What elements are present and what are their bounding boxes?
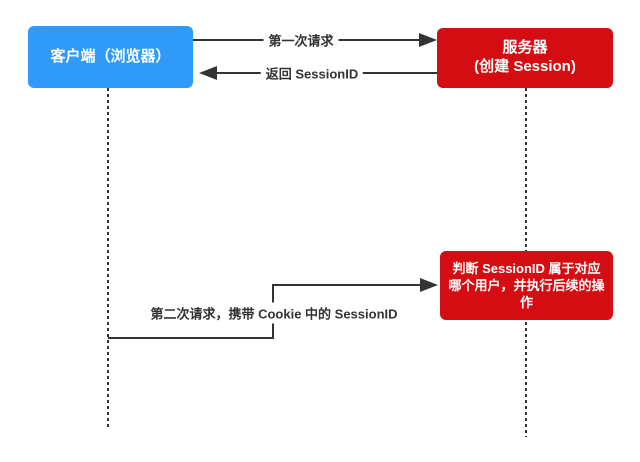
arrowhead-right-icon [420, 278, 438, 292]
process-node: 判断 SessionID 属于对应哪个用户，并执行后续的操作 [440, 251, 613, 320]
second-request-line-top [272, 284, 422, 286]
client-lifeline [107, 88, 109, 428]
first-request-label: 第一次请求 [263, 29, 339, 51]
client-node: 客户端（浏览器） [28, 26, 193, 88]
server-node-label-line1: 服务器 [502, 39, 548, 57]
second-request-label: 第二次请求，携带 Cookie 中的 SessionID [145, 302, 403, 324]
second-request-line-bottom [108, 337, 274, 339]
server-node: 服务器 (创建 Session) [437, 28, 613, 88]
process-node-label: 判断 SessionID 属于对应哪个用户，并执行后续的操作 [448, 261, 605, 310]
arrowhead-right-icon [419, 33, 437, 47]
client-node-label: 客户端（浏览器） [50, 47, 171, 65]
arrowhead-left-icon [199, 66, 217, 80]
server-node-label-line2: (创建 Session) [474, 58, 576, 75]
return-sessionid-label: 返回 SessionID [260, 62, 364, 84]
